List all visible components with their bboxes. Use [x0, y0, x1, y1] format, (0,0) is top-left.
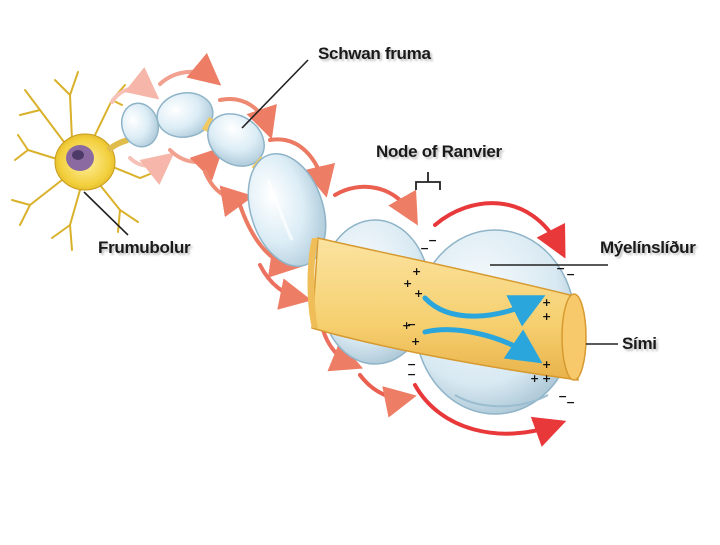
axon-cut-face [562, 294, 586, 380]
nucleolus [72, 150, 84, 160]
arrow-salmon-7 [260, 265, 300, 298]
leader-soma [84, 192, 128, 235]
charge-minus: − [428, 234, 437, 247]
label-cell-body: Frumubolur [98, 238, 190, 258]
charge-minus: − [420, 242, 429, 255]
charge-minus: − [566, 396, 575, 409]
arrow-salmon-2 [170, 150, 215, 162]
charge-plus: + [411, 335, 420, 348]
charge-plus: + [542, 372, 551, 385]
arrow-salmon-1 [160, 72, 212, 84]
leader-schwann [242, 60, 308, 128]
charge-plus: + [414, 287, 423, 300]
charge-minus: − [566, 268, 575, 281]
charge-plus: + [542, 310, 551, 323]
arrow-pink-1 [112, 88, 150, 102]
charge-minus: − [407, 368, 416, 381]
axon-hillock [108, 140, 128, 150]
arrow-salmon-9 [335, 187, 412, 215]
myelin-segment-2 [154, 88, 217, 141]
label-myelin-sheath: Mýelínslíður [600, 238, 696, 258]
charge-plus: + [403, 277, 412, 290]
charge-minus: − [556, 262, 565, 275]
node-bracket [416, 172, 440, 190]
arrow-salmon-4 [205, 172, 242, 198]
charge-plus: + [542, 296, 551, 309]
arrow-salmon-10 [360, 375, 405, 398]
label-axon: Sími [622, 334, 657, 354]
label-node-of-ranvier: Node of Ranvier [376, 142, 502, 162]
charge-plus: + [542, 358, 551, 371]
arrow-pink-2 [130, 158, 165, 166]
charge-minus: − [407, 318, 416, 331]
charge-plus: + [530, 372, 539, 385]
label-schwann-cell: Schwan fruma [318, 44, 431, 64]
charge-plus: + [412, 265, 421, 278]
